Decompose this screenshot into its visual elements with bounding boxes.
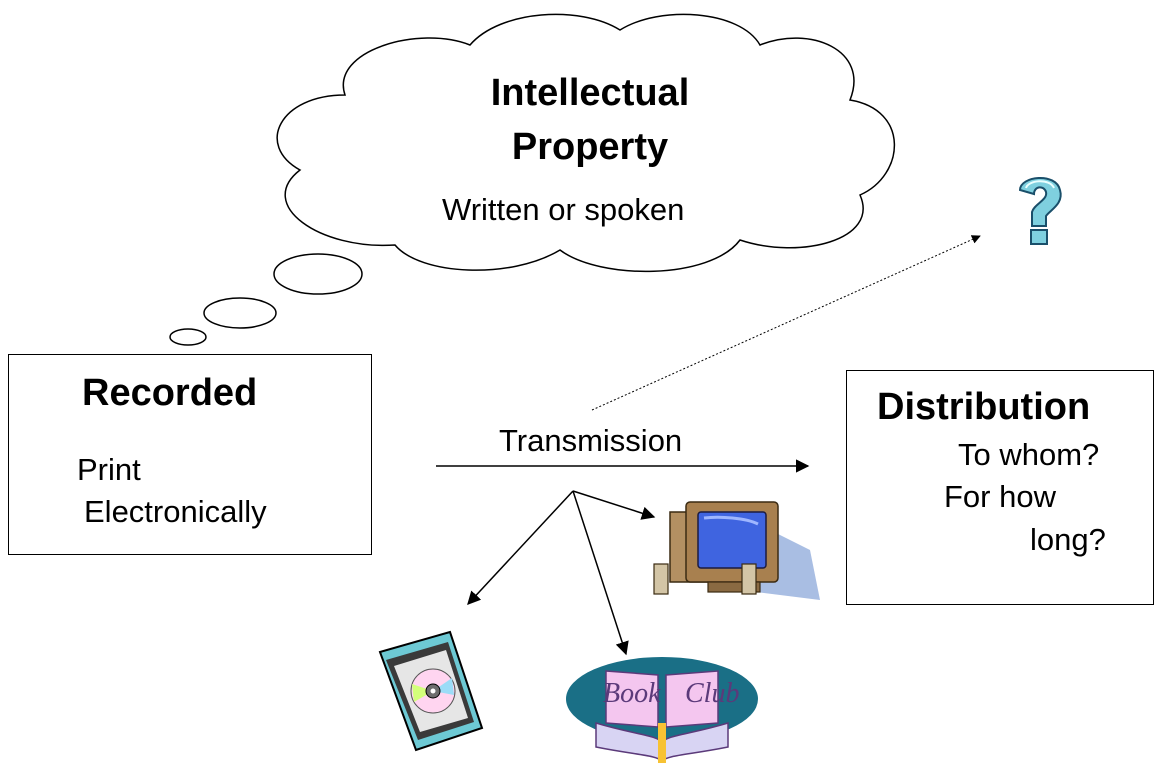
thought-cloud bbox=[276, 13, 896, 273]
recorded-print: Print bbox=[77, 452, 141, 487]
distribution-long: long? bbox=[1030, 522, 1106, 557]
branch-arrow-computer bbox=[572, 490, 656, 520]
thought-bubble-small bbox=[169, 328, 207, 346]
branch-arrow-cd bbox=[467, 490, 574, 605]
distribution-to-whom: To whom? bbox=[958, 437, 1100, 472]
book-club-word-club: Club bbox=[685, 678, 740, 709]
recorded-box bbox=[8, 354, 372, 555]
book-club-word-book: Book bbox=[603, 678, 661, 709]
question-mark-icon bbox=[1018, 176, 1062, 245]
thought-bubble-medium bbox=[203, 297, 277, 329]
cloud-title-line2: Property bbox=[511, 126, 669, 168]
dotted-arrow-to-question bbox=[591, 235, 981, 411]
cloud-title-line1: Intellectual bbox=[490, 72, 690, 114]
transmission-label: Transmission bbox=[499, 423, 683, 458]
cd-case-icon bbox=[378, 630, 484, 752]
recorded-title: Recorded bbox=[82, 372, 258, 414]
cloud-subtitle: Written or spoken bbox=[442, 192, 685, 227]
distribution-box bbox=[846, 370, 1154, 605]
book-club-icon bbox=[566, 657, 758, 763]
branch-arrow-book bbox=[572, 490, 629, 656]
distribution-for-how: For how bbox=[944, 479, 1056, 514]
distribution-title: Distribution bbox=[877, 386, 1091, 428]
thought-bubble-large bbox=[273, 253, 363, 295]
recorded-electronically: Electronically bbox=[84, 494, 267, 529]
computer-icon bbox=[653, 501, 820, 600]
